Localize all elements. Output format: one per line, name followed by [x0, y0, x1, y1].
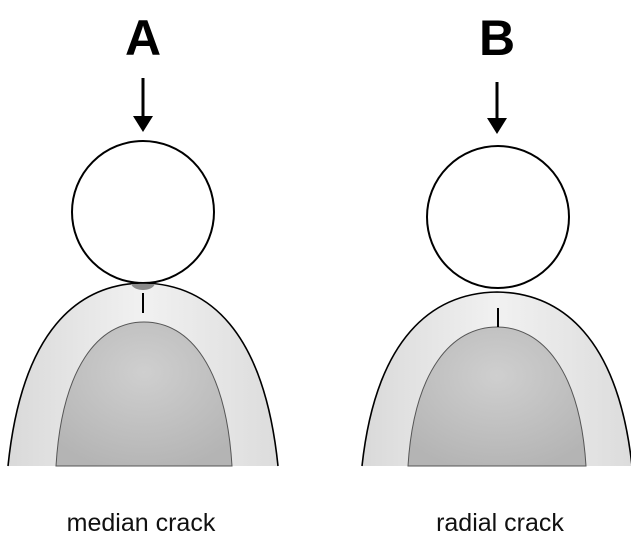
panel-b: B radial crack: [361, 10, 631, 537]
panel-a: A median crack: [7, 10, 279, 537]
panel-a-caption: median crack: [67, 509, 216, 537]
panel-b-core: [407, 326, 587, 467]
panel-a-label: A: [125, 10, 161, 66]
panel-a-arrow-icon: [133, 78, 153, 132]
panel-a-indenter-sphere: [71, 140, 215, 284]
panel-a-contact-zone: [131, 284, 155, 290]
panel-a-core: [55, 321, 233, 467]
panel-b-indenter-sphere: [426, 145, 570, 289]
panel-b-label: B: [479, 10, 515, 66]
panel-b-arrow-icon: [487, 82, 507, 134]
panel-b-caption: radial crack: [436, 509, 564, 537]
